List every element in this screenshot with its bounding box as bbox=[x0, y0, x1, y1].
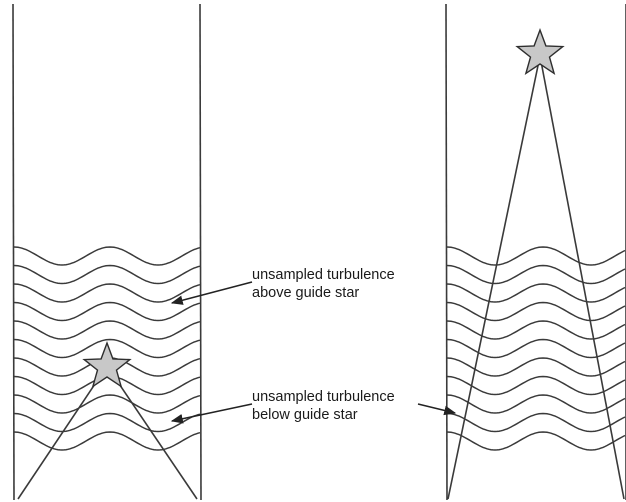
turbulence-layer bbox=[13, 320, 201, 340]
arrow-below-guide-star-right bbox=[417, 403, 457, 416]
left-panel-left-wall bbox=[12, 3, 15, 501]
turbulence-layer bbox=[446, 264, 626, 285]
turbulence-layer bbox=[446, 283, 626, 303]
left-beam-left-edge bbox=[17, 365, 108, 500]
turbulence-layer bbox=[446, 338, 626, 359]
left-panel-right-wall bbox=[199, 3, 202, 501]
turbulence-layer bbox=[446, 375, 626, 396]
turbulence-layer bbox=[13, 246, 201, 266]
annotation-below-line2: below guide star bbox=[252, 407, 358, 423]
annotation-above-guide-star: unsampled turbulence above guide star bbox=[252, 266, 395, 302]
right-beam-right-edge bbox=[539, 55, 625, 500]
left-turbulence-layers bbox=[13, 246, 201, 451]
turbulence-layer bbox=[446, 394, 626, 414]
left-beam-right-edge bbox=[106, 365, 198, 500]
right-beam-left-edge bbox=[447, 55, 541, 500]
turbulence-layer bbox=[446, 301, 626, 322]
turbulence-layer bbox=[446, 246, 626, 266]
turbulence-layer bbox=[13, 375, 201, 396]
turbulence-layer bbox=[446, 431, 626, 451]
annotation-below-line1: unsampled turbulence bbox=[252, 389, 395, 405]
star-icon bbox=[515, 27, 565, 76]
right-panel-left-wall bbox=[445, 3, 448, 501]
turbulence-layer bbox=[13, 412, 201, 433]
turbulence-layer bbox=[446, 357, 626, 377]
left-panel bbox=[12, 3, 202, 501]
turbulence-layer bbox=[13, 301, 201, 322]
annotation-above-line2: above guide star bbox=[252, 285, 360, 301]
turbulence-layer bbox=[446, 320, 626, 340]
right-turbulence-layers bbox=[446, 246, 626, 451]
annotation-above-line1: unsampled turbulence bbox=[252, 267, 395, 283]
arrow-above-guide-star bbox=[170, 281, 253, 305]
turbulence-layer bbox=[13, 264, 201, 285]
turbulence-layer bbox=[13, 431, 201, 451]
right-panel bbox=[445, 3, 626, 501]
turbulence-layer bbox=[446, 412, 626, 433]
arrow-below-guide-star-left bbox=[170, 403, 253, 424]
turbulence-layer bbox=[13, 283, 201, 303]
star-icon bbox=[82, 340, 132, 389]
annotation-below-guide-star: unsampled turbulence below guide star bbox=[252, 388, 395, 424]
turbulence-layer bbox=[13, 338, 201, 359]
turbulence-layer bbox=[13, 394, 201, 414]
